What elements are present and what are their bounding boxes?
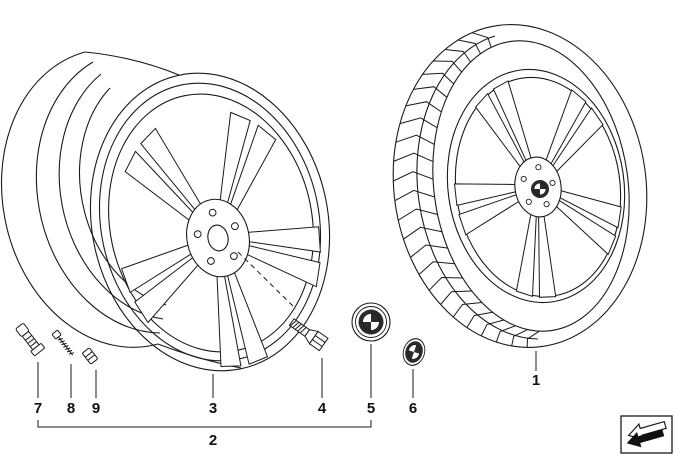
wheel-tire-drawing: [392, 24, 648, 348]
part-label-3[interactable]: 3: [208, 400, 218, 417]
nav-arrow-icon[interactable]: [620, 415, 673, 454]
valve-screw-drawing: [51, 329, 75, 356]
bmw-roundel-icon: [358, 309, 384, 335]
bmw-roundel-icon: [531, 180, 549, 198]
rim-silhouette: [84, 51, 180, 76]
tire-outer-edge: [392, 24, 648, 348]
valve-stem-drawing: [15, 323, 45, 357]
rim-spokes: [120, 111, 321, 368]
bracket-line: [37, 420, 372, 428]
bmw-emblem-drawing: [402, 338, 426, 366]
part-label-2[interactable]: 2: [208, 432, 218, 449]
valve-cap-drawing: [82, 347, 98, 365]
assembly-dashed-line: [237, 251, 297, 310]
rim-bolt-holes: [193, 208, 239, 265]
rim-barrel-arc: [78, 87, 167, 306]
wheel-spokes: [453, 80, 622, 298]
part-label-7[interactable]: 7: [33, 400, 43, 417]
alloy-rim-drawing: [0, 51, 331, 372]
part-label-8[interactable]: 8: [66, 400, 76, 417]
leader-lines: [37, 344, 537, 398]
rim-barrel-arc: [0, 51, 159, 348]
part-label-6[interactable]: 6: [408, 400, 418, 417]
rim-face-outer: [89, 72, 331, 372]
rim-flange-outer: [446, 68, 626, 304]
wheel-bolt-drawing: [288, 318, 329, 352]
rim-barrel-arc: [35, 61, 161, 334]
wheel-bolt-holes: [520, 164, 556, 208]
tire-tread-pattern: [393, 32, 540, 348]
rim-barrel-arc: [58, 73, 164, 320]
part-label-5[interactable]: 5: [366, 400, 376, 417]
part-label-9[interactable]: 9: [91, 400, 101, 417]
tire-shoulder: [432, 40, 630, 332]
rim-center-bore: [207, 224, 229, 252]
part-label-4[interactable]: 4: [317, 400, 327, 417]
part-label-1[interactable]: 1: [531, 372, 541, 389]
hub-cap-drawing: [351, 302, 391, 342]
